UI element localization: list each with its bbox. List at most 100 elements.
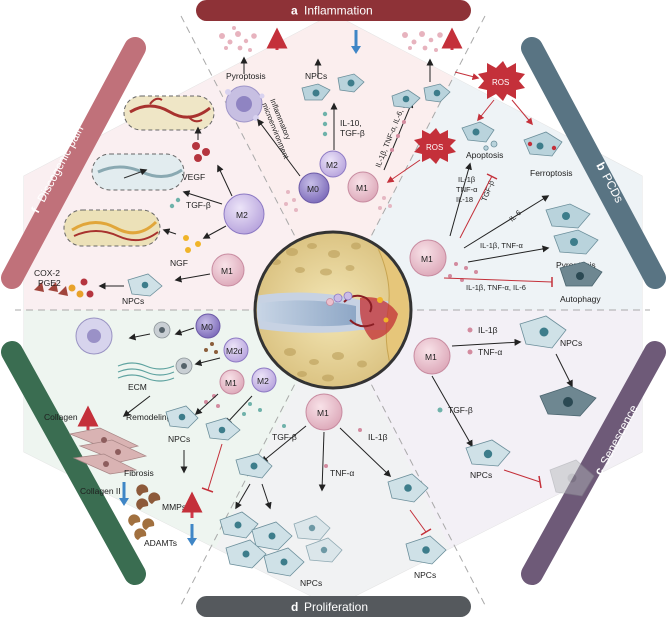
label-m2: M2 — [257, 376, 269, 386]
pain-mediators — [34, 278, 94, 298]
macrophage-cell — [75, 317, 113, 355]
label-m1: M1 — [421, 254, 433, 264]
m0-macrophage: M0 — [195, 313, 221, 339]
label-collagen-ii: Collagen II — [80, 486, 121, 496]
fibrosis-cells — [68, 427, 148, 475]
proinflammatory-cytokines — [390, 120, 406, 152]
npc-cell — [301, 73, 365, 101]
tab-proliferation: d Proliferation — [196, 596, 471, 617]
label-collagen: Collagen — [44, 412, 78, 422]
m2-macrophage: M2 — [319, 150, 347, 178]
label-cox2: COX-2 — [34, 268, 60, 278]
m1-macrophage: M1 — [413, 337, 451, 375]
m1-macrophage: M1 — [409, 239, 447, 277]
nerve-capsule — [91, 153, 185, 191]
label-tnfa: TNF-α — [330, 468, 354, 478]
label-il1b: IL-1β — [458, 175, 476, 184]
label-npcs: NPCs — [168, 434, 190, 444]
apoptotic-npc — [461, 121, 498, 151]
label-il1b-tnfa: IL-1β, TNF-α — [480, 241, 523, 250]
m0-macrophage: M0 — [298, 172, 330, 204]
faded-senescent-npc — [549, 459, 595, 497]
ecm-fibers — [117, 362, 175, 382]
activated-macrophage — [153, 321, 171, 339]
label-m2: M2 — [326, 160, 338, 170]
panel-proliferation: M1 TGF-β IL-1β TNF-α — [219, 393, 447, 588]
secreted-factors — [204, 342, 218, 354]
vegf-molecules — [192, 142, 210, 162]
label-npcs: NPCs — [470, 470, 492, 480]
m1-macrophage: M1 — [347, 171, 379, 203]
tab-inflammation: a Inflammation — [196, 0, 471, 21]
pyroptosis-debris — [219, 26, 257, 52]
label-adamts: ADAMTs — [144, 538, 177, 548]
decrease-arrow-icon — [119, 498, 129, 506]
ferroptotic-npc — [523, 131, 563, 157]
label-tnfa: TNF-α — [456, 185, 478, 194]
tab-letter: e — [27, 497, 43, 510]
label-il1b: IL-1β — [478, 325, 498, 335]
tab-letter: d — [291, 600, 298, 614]
secreted-dots — [204, 394, 262, 416]
label-pyroptosis: Pyroptosis — [226, 71, 266, 81]
anti-inflammatory-cytokines — [322, 111, 328, 137]
label-m0: M0 — [201, 322, 213, 332]
label-npcs: NPCs — [414, 570, 436, 580]
npc-cell — [165, 405, 241, 441]
label-tgfb: TGF-β — [448, 405, 473, 415]
tab-title: Proliferation — [304, 600, 368, 614]
label-pge2: PGE2 — [38, 278, 61, 288]
pyroptotic-npc — [553, 229, 599, 255]
tab-letter: f — [28, 204, 43, 215]
npc-cell-injured — [391, 83, 451, 109]
label-npcs: NPCs — [560, 338, 582, 348]
npc-cell — [545, 203, 591, 229]
panel-ecm-metabolism: M0 M2d ECM Collagen — [44, 313, 277, 548]
panel-discogenic-pain: VEGF TGF-β M2 NGF M1 NPCs — [34, 95, 265, 306]
label-m1: M1 — [425, 352, 437, 362]
label-m2: M2 — [236, 210, 248, 220]
label-il1b-tnfa-il6: IL-1β, TNF-α, IL-6 — [466, 283, 526, 292]
autophagic-npc — [559, 261, 603, 287]
tab-letter: a — [291, 4, 298, 18]
ros-burst-icon: ROS — [478, 61, 525, 101]
label-fibrosis: Fibrosis — [124, 468, 154, 478]
pyroptosis-debris-right — [402, 31, 443, 52]
label-npcs: NPCs — [300, 578, 322, 588]
npc-cell — [519, 315, 567, 349]
label-m0: M0 — [307, 184, 319, 194]
mmp-enzymes — [136, 484, 161, 510]
decrease-arrow-icon — [187, 538, 197, 546]
label-il1b: IL-1β — [368, 432, 388, 442]
npc-cell — [127, 273, 163, 297]
label-apoptosis: Apoptosis — [466, 150, 503, 160]
label-m1: M1 — [317, 408, 329, 418]
m1-macrophage: M1 — [219, 369, 245, 395]
m1-macrophage: M1 — [211, 253, 245, 287]
label-tgfb: TGF-β — [340, 128, 365, 138]
label-npcs: NPCs — [122, 296, 144, 306]
nerve-vessel-capsule — [63, 209, 161, 247]
vessel-ingrowth-capsule — [123, 95, 215, 131]
npc-cell — [235, 453, 273, 479]
label-ros: ROS — [492, 78, 509, 87]
label-m1: M1 — [221, 266, 233, 276]
label-m1: M1 — [225, 378, 237, 388]
inflammatory-dots — [284, 190, 392, 212]
label-m2d: M2d — [226, 346, 243, 356]
label-tnfa: TNF-α — [478, 347, 502, 357]
label-tgfb: TGF-β — [186, 200, 211, 210]
label-ferroptosis: Ferroptosis — [530, 168, 573, 178]
label-m1: M1 — [356, 183, 368, 193]
label-ngf: NGF — [170, 258, 188, 268]
panel-senescence: M1 IL-1β TNF-α NPCs TGF-β NPCs — [413, 315, 597, 497]
activated-macrophage — [175, 357, 193, 375]
label-ecm: ECM — [128, 382, 147, 392]
m2d-macrophage: M2d — [223, 337, 249, 363]
label-npcs: NPCs — [305, 71, 327, 81]
label-mmps: MMPs — [162, 502, 186, 512]
ngf-molecules — [183, 235, 201, 253]
npc-cell — [405, 535, 447, 565]
tab-title: Inflammation — [304, 4, 373, 18]
